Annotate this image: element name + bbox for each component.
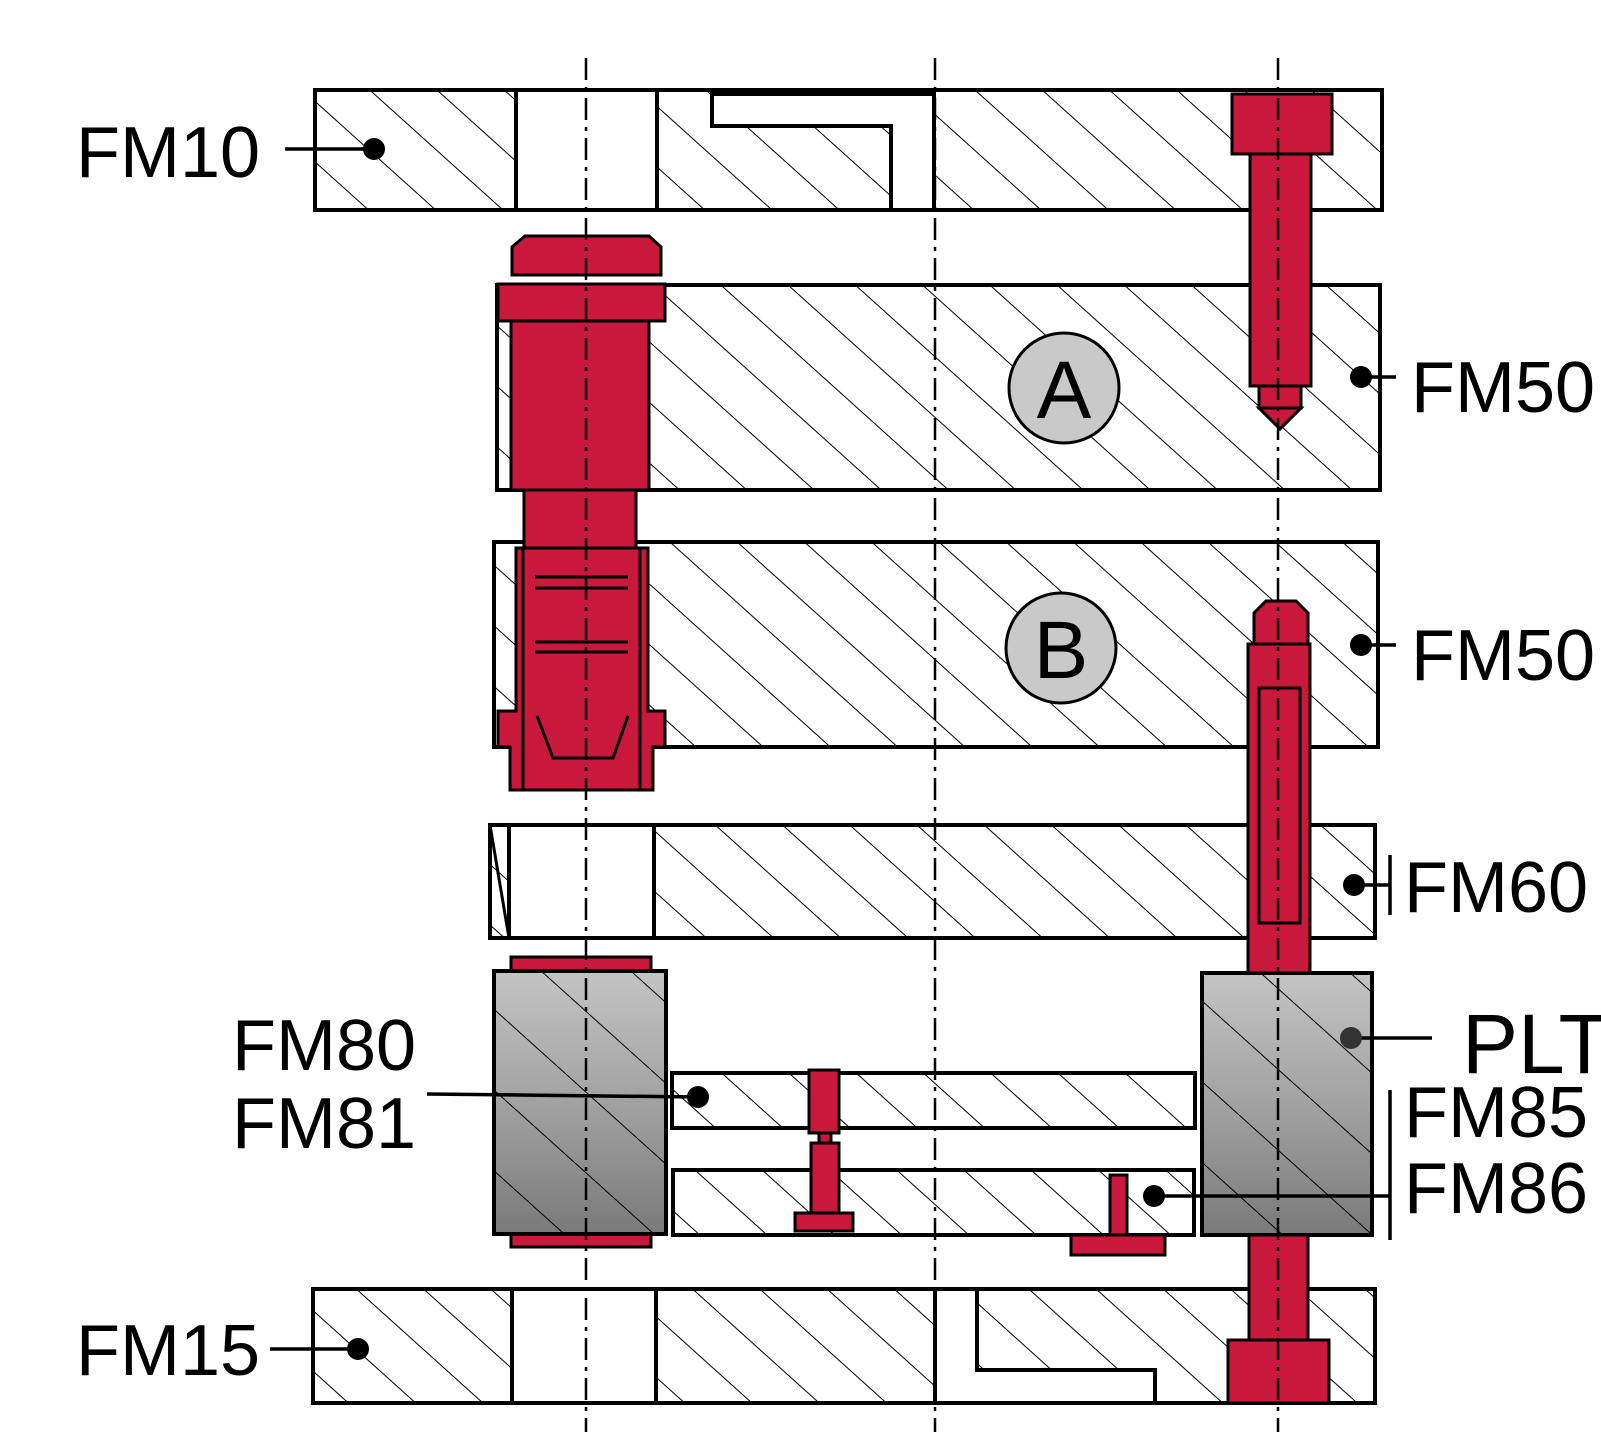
label-plt: PLT [1462,997,1601,1091]
fm15-bottom-clamp-plate [311,1287,1377,1405]
fm60-support-plate [488,823,1377,940]
ejector-screw [1069,1173,1167,1257]
guide-pin-and-bushing [496,234,667,792]
label-fm50-a: FM50 [1411,348,1595,428]
label-fm15: FM15 [76,1311,260,1391]
left-spacer-block [492,955,668,1249]
plate-b-label: B [1034,605,1089,696]
ejector-stop-pin [793,1068,855,1233]
callout-labels: FM10 FM50 FM50 FM60 FM80 FM81 PLT FM85 F… [76,113,1601,1391]
fm80-fm81-ejector-plates [670,1071,1197,1237]
label-fm10: FM10 [76,113,260,193]
plate-a-label: A [1037,345,1092,436]
plate-a-marker: A [1007,331,1121,445]
label-fm80: FM80 [232,1006,416,1086]
label-fm86: FM86 [1404,1149,1588,1229]
label-fm50-b: FM50 [1411,616,1595,696]
callout-leaders [270,138,1432,1360]
label-fm60: FM60 [1404,848,1588,928]
center-lines [584,58,1280,1432]
label-fm85: FM85 [1404,1073,1588,1153]
plt-spacer-block [1200,971,1374,1237]
label-fm81: FM81 [232,1084,416,1164]
top-cap-screw [1230,92,1334,432]
fm10-top-clamp-plate [313,88,1384,212]
plate-b-marker: B [1004,591,1118,705]
